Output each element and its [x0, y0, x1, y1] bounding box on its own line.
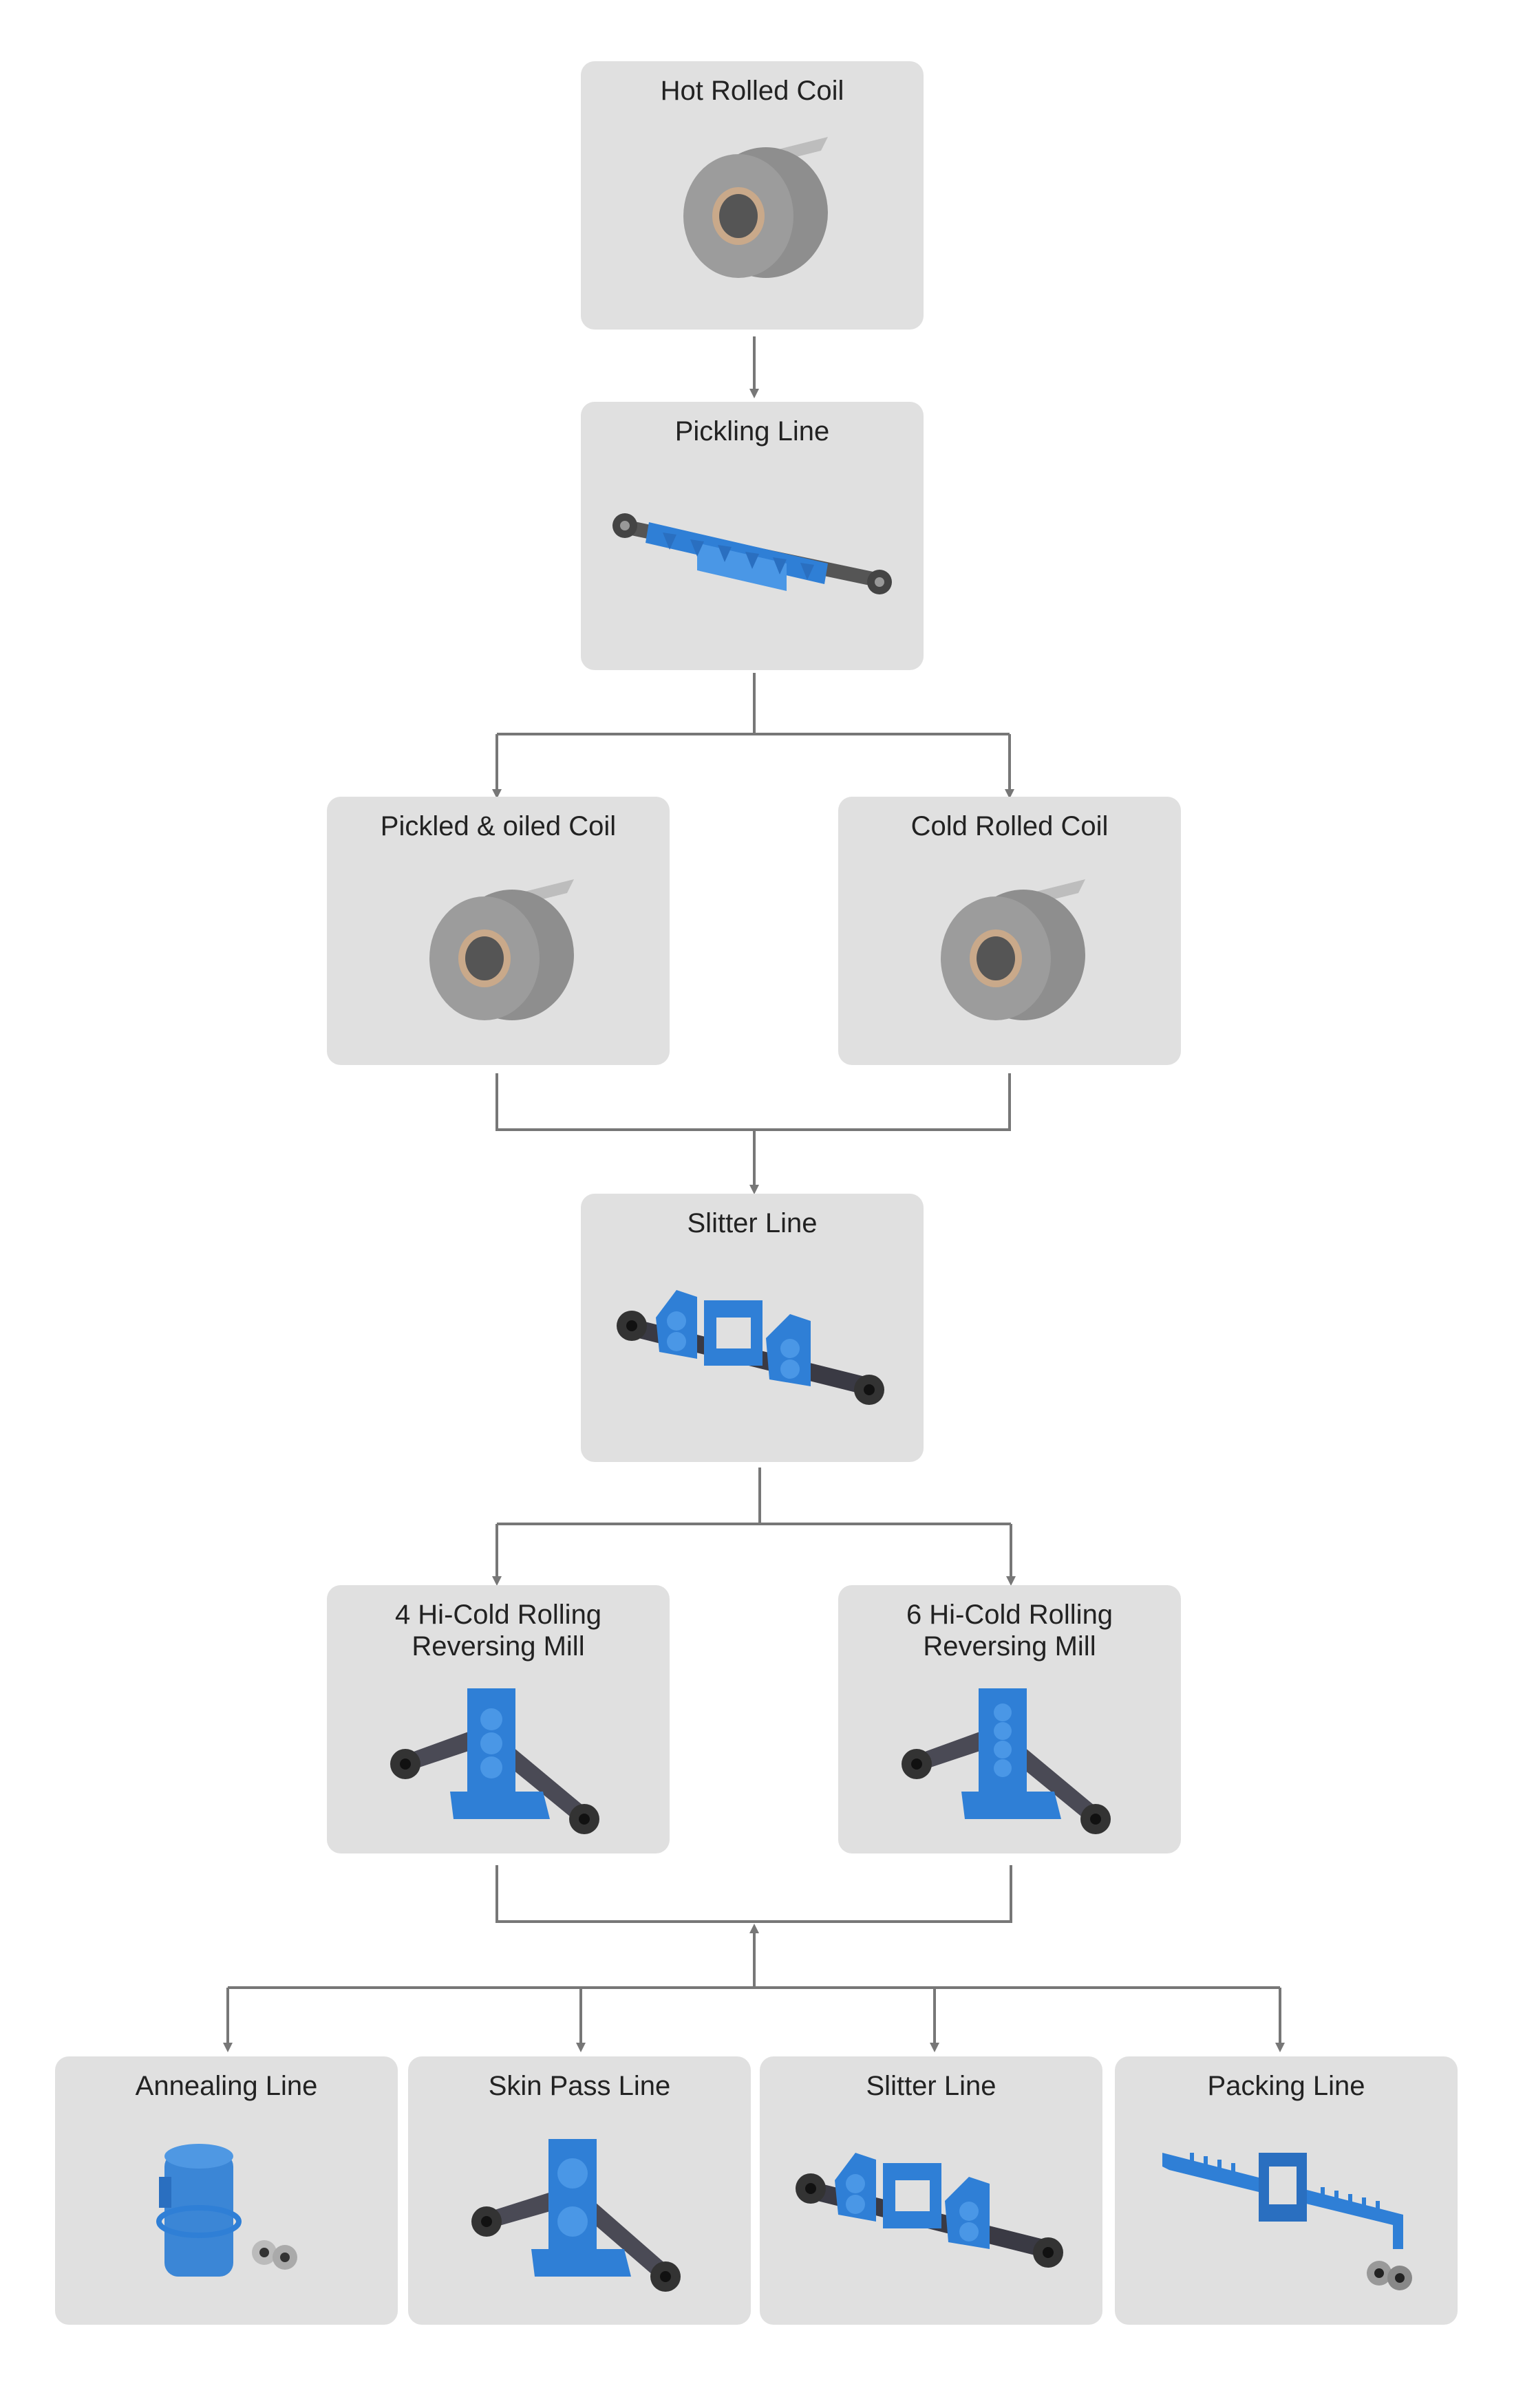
node-4hi-cold-rolling-reversing-mill: 4 Hi-Cold Rolling Reversing Mill — [327, 1585, 670, 1853]
slitter-machine-icon — [796, 2153, 1063, 2268]
node-title: Annealing Line — [135, 2071, 318, 2101]
title-line: 6 Hi-Cold Rolling — [906, 1600, 1113, 1630]
packing-line-icon — [1162, 2153, 1412, 2290]
node-cold-rolled-coil: Cold Rolled Coil — [838, 797, 1181, 1065]
node-pickling-line: Pickling Line — [581, 402, 924, 670]
node-title: 6 Hi-Cold Rolling Reversing Mill — [838, 1599, 1181, 1662]
steel-coil-icon — [429, 879, 574, 1020]
node-slitter-line-2: Slitter Line — [760, 2056, 1102, 2325]
node-packing-line: Packing Line — [1115, 2056, 1458, 2325]
node-pickled-oiled-coil: Pickled & oiled Coil — [327, 797, 670, 1065]
slitter-machine-icon — [617, 1290, 884, 1405]
node-title: Pickling Line — [674, 416, 830, 447]
steel-coil-icon — [941, 879, 1085, 1020]
node-title: Skin Pass Line — [488, 2071, 671, 2101]
rolling-mill-icon — [390, 1688, 599, 1834]
title-line: Reversing Mill — [923, 1631, 1096, 1662]
node-title: Slitter Line — [687, 1208, 818, 1238]
title-line: Reversing Mill — [412, 1631, 585, 1662]
node-title: Hot Rolled Coil — [660, 76, 844, 106]
node-title: Packing Line — [1207, 2071, 1365, 2101]
node-title: Pickled & oiled Coil — [380, 811, 617, 841]
node-title: Slitter Line — [866, 2071, 996, 2101]
steel-coil-icon — [683, 137, 828, 278]
node-hot-rolled-coil: Hot Rolled Coil — [581, 61, 924, 330]
node-annealing-line: Annealing Line — [55, 2056, 398, 2325]
node-title: Cold Rolled Coil — [910, 811, 1109, 841]
node-6hi-cold-rolling-reversing-mill: 6 Hi-Cold Rolling Reversing Mill — [838, 1585, 1181, 1853]
node-title: 4 Hi-Cold Rolling Reversing Mill — [327, 1599, 670, 1662]
node-slitter-line: Slitter Line — [581, 1194, 924, 1462]
rolling-mill-icon — [902, 1688, 1111, 1834]
node-skin-pass-line: Skin Pass Line — [408, 2056, 751, 2325]
pickling-line-machine-icon — [612, 513, 892, 594]
annealing-furnace-icon — [156, 2144, 297, 2277]
title-line: 4 Hi-Cold Rolling — [394, 1600, 602, 1630]
skin-pass-mill-icon — [471, 2139, 681, 2292]
